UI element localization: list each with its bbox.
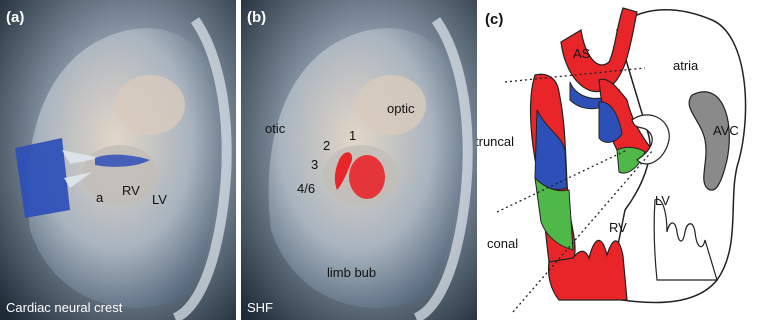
heart-region — [82, 145, 158, 205]
label-arch-46: 4/6 — [297, 181, 315, 196]
label-rv-a: RV — [122, 183, 140, 198]
embryo-image-b: (b) otic optic 2 1 3 4/6 limb bub SHF — [241, 0, 477, 320]
label-arch-1: 1 — [349, 128, 356, 143]
label-lv-c: LV — [655, 193, 670, 208]
panel-a-cardiac-neural-crest: (a) a RV LV Cardiac neural crest — [0, 0, 236, 320]
label-limb-bud: limb bub — [327, 265, 376, 280]
label-a: a — [96, 190, 104, 205]
embryo-image-a: (a) a RV LV Cardiac neural crest — [0, 0, 236, 320]
label-rv-c: RV — [609, 220, 627, 235]
label-avc: AVC — [713, 123, 739, 138]
label-otic: otic — [265, 121, 286, 136]
shf-heart — [349, 155, 385, 199]
label-conal: conal — [487, 236, 518, 251]
panel-c-heart-schematic: (c) AS atria truncal AVC LV RV conal — [477, 0, 757, 320]
panel-b-shf: (b) otic optic 2 1 3 4/6 limb bub SHF — [241, 0, 477, 320]
label-as: AS — [573, 46, 591, 61]
panel-a-label: (a) — [6, 9, 24, 26]
label-atria: atria — [673, 58, 699, 73]
head-bulge — [115, 75, 185, 135]
panel-b-label: (b) — [247, 9, 266, 26]
label-truncal: truncal — [477, 134, 514, 149]
label-optic: optic — [387, 101, 415, 116]
panel-b-caption: SHF — [247, 300, 273, 315]
label-arch-2: 2 — [323, 138, 330, 153]
panel-a-caption: Cardiac neural crest — [6, 300, 123, 315]
label-lv-a: LV — [152, 192, 167, 207]
label-arch-3: 3 — [311, 157, 318, 172]
panel-c-label: (c) — [485, 11, 503, 28]
heart-schematic: (c) AS atria truncal AVC LV RV conal — [477, 0, 757, 320]
